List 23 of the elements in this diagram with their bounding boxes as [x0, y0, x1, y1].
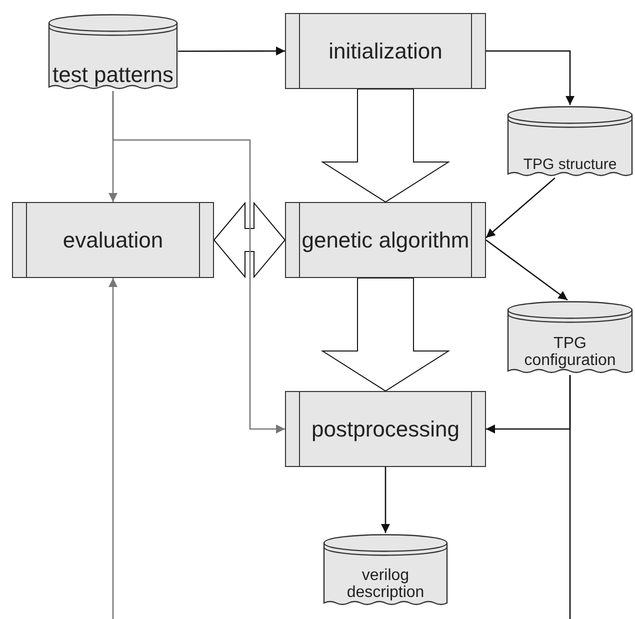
arrow: [112, 91, 285, 434]
arrow: [178, 46, 285, 56]
node-label: postprocessing: [310, 417, 460, 441]
connector-line: [569, 375, 571, 619]
node-label: evaluation: [62, 228, 164, 252]
arrow: [486, 178, 556, 238]
node-label: genetic algorithm: [300, 228, 470, 252]
block-arrow: [320, 278, 450, 392]
block-arrow: [213, 202, 286, 278]
process-box: [285, 13, 486, 89]
block-arrow: [320, 88, 450, 203]
node-label: TPG configuration: [523, 336, 617, 370]
node-label: verilog description: [346, 568, 426, 602]
node-label: test patterns: [51, 62, 175, 86]
process-box: [285, 202, 486, 278]
node-label: TPG structure: [522, 157, 618, 173]
arrow: [381, 467, 390, 533]
arrow: [486, 50, 574, 105]
arrow: [108, 278, 118, 619]
process-box: [12, 202, 214, 278]
process-box: [285, 391, 486, 467]
node-label: initialization: [328, 39, 444, 63]
arrow: [486, 239, 568, 301]
